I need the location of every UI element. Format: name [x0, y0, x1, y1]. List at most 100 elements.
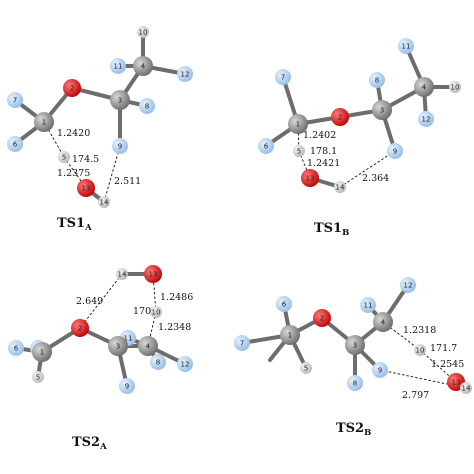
panel-title: TS2A [72, 435, 107, 452]
atom-h [58, 151, 70, 163]
atoms: 7 11 8 2 3 4 10 1 12 6 5 9 13 1 [258, 38, 461, 193]
atom-label: 5 [36, 374, 40, 382]
atom-label: 6 [264, 143, 269, 151]
atom-o [63, 79, 81, 97]
atom-label: 7 [13, 97, 17, 105]
atom-label: 7 [281, 74, 285, 82]
atom-o [331, 108, 349, 126]
atom-label: 12 [181, 71, 190, 79]
bond-length-label: 1.2375 [57, 168, 90, 179]
atom-label: 9 [118, 143, 122, 151]
panel-ts2a: 14 13 10 11 7 2 4 6 1 3 8 12 5 [8, 265, 193, 452]
atom-h [7, 136, 23, 152]
atom-h [137, 26, 149, 38]
bond-length-label: 1.2486 [160, 292, 193, 303]
atom-label: 10 [139, 29, 148, 37]
atom-label: 3 [118, 97, 122, 105]
atom-h [369, 72, 385, 88]
atom-label: 8 [353, 380, 357, 388]
atom-label: 3 [380, 107, 384, 115]
atom-c [110, 90, 130, 110]
atom-label: 14 [462, 385, 471, 393]
atom-c [345, 335, 365, 355]
panel-title-subscript: B [364, 428, 371, 438]
atom-label: 4 [146, 343, 151, 351]
panel-ts1a: 7 2 10 4 11 12 3 8 1 6 5 9 13 1 [7, 26, 193, 233]
atom-label: 5 [297, 148, 301, 156]
bond-angle-label: 178.1 [310, 146, 337, 157]
atom-h [414, 344, 426, 356]
atom-label: 1 [40, 349, 44, 357]
atom-c [138, 336, 158, 356]
atom-label: 8 [375, 77, 379, 85]
panel-title: TS1A [57, 216, 92, 233]
atom-label: 13 [452, 379, 461, 387]
panel-ts1b: 7 11 8 2 3 4 10 1 12 6 5 9 13 1 [258, 38, 461, 238]
atom-c [108, 336, 128, 356]
atom-h [387, 143, 403, 159]
bond-length-label: 1.2545 [431, 359, 464, 370]
atom-h [460, 382, 472, 394]
atom-label: 11 [402, 43, 411, 51]
atoms: 14 13 10 11 7 2 4 6 1 3 8 12 5 [8, 265, 193, 394]
atom-h [276, 296, 292, 312]
bond-angle-label: 174.5 [72, 154, 99, 165]
atom-label: 11 [364, 302, 373, 310]
contact-distance-label: 2.649 [76, 296, 103, 307]
atom-h [119, 378, 135, 394]
atom-o [313, 309, 331, 327]
atom-c [34, 112, 54, 132]
panel-title: TS2B [336, 421, 371, 438]
atom-h [334, 181, 346, 193]
atom-h [418, 111, 434, 127]
atom-h [110, 58, 126, 74]
atom-o [144, 265, 162, 283]
atom-label: 13 [306, 175, 315, 183]
atom-label: 2 [320, 315, 324, 323]
atom-label: 11 [124, 335, 133, 343]
atom-label: 9 [378, 367, 382, 375]
atom-h [372, 362, 388, 378]
panel-ts2b: 6 2 11 12 7 1 4 3 10 5 9 8 13 1 [234, 277, 472, 438]
atom-c [280, 325, 300, 345]
atom-label: 11 [114, 63, 123, 71]
atom-h [360, 297, 376, 313]
bond-length-label: 1.2318 [403, 325, 436, 336]
atom-label: 8 [145, 103, 149, 111]
atom-h [177, 356, 193, 372]
bond-length-label: 1.2420 [57, 128, 90, 139]
atom-label: 2 [338, 114, 342, 122]
atom-label: 5 [304, 365, 308, 373]
atom-h [150, 354, 166, 370]
contact [382, 321, 421, 351]
atom-label: 3 [116, 343, 120, 351]
bond-angle-label: 171.7 [430, 343, 457, 354]
panel-title-subscript: A [99, 442, 107, 452]
atom-label: 13 [82, 185, 91, 193]
atom-h [398, 38, 414, 54]
atom-label: 3 [353, 342, 357, 350]
atom-label: 2 [70, 85, 74, 93]
atom-label: 9 [125, 383, 129, 391]
atom-h [32, 371, 44, 383]
atom-o [71, 319, 89, 337]
atom-c [133, 56, 153, 76]
atom-h [8, 340, 24, 356]
atom-label: 12 [404, 282, 413, 290]
atom-h [347, 375, 363, 391]
panel-title-main: TS2 [336, 421, 364, 436]
atom-h [112, 138, 128, 154]
contact-distance-label: 2.511 [114, 176, 141, 187]
atom-label: 10 [152, 309, 161, 317]
atom-label: 1 [288, 332, 292, 340]
panel-title-main: TS1 [314, 221, 342, 236]
contact [339, 150, 396, 188]
atom-label: 10 [416, 347, 425, 355]
bond-length-label: 1.2348 [158, 322, 191, 333]
atom-label: 1 [296, 121, 300, 129]
atom-label: 6 [14, 345, 19, 353]
contact-distance-label: 2.364 [362, 173, 389, 184]
contact-distance-label: 2.797 [402, 390, 429, 401]
atoms: 7 2 10 4 11 12 3 8 1 6 5 9 13 1 [7, 26, 193, 208]
